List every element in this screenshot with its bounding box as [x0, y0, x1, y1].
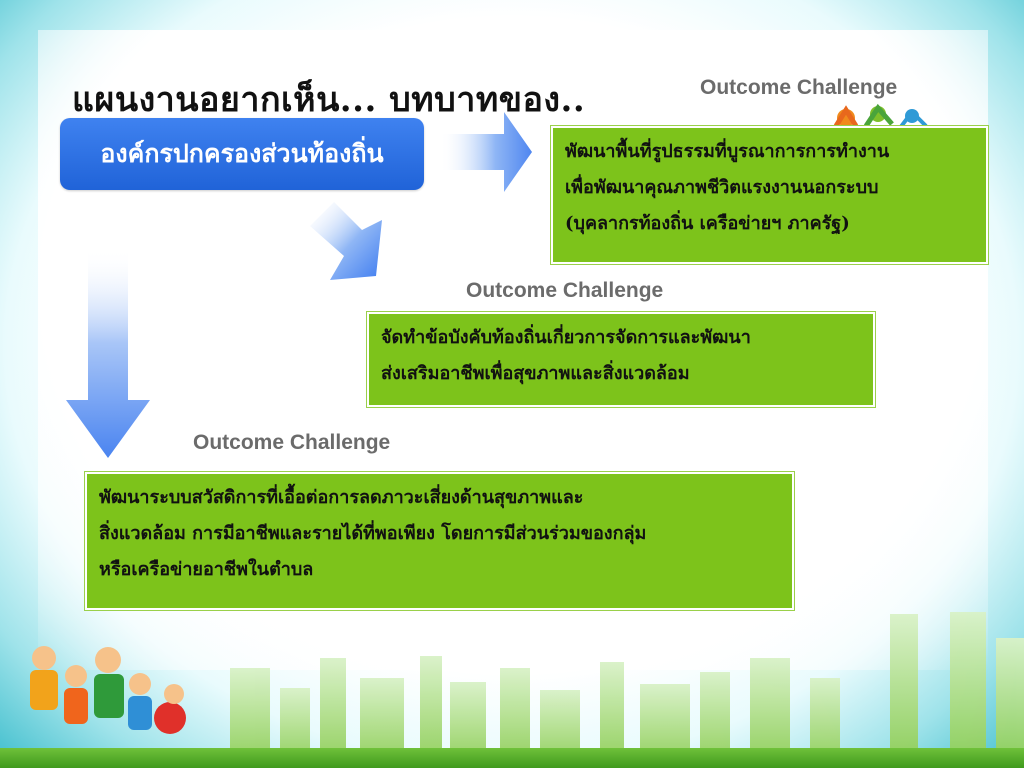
outcome-label-2: Outcome Challenge: [466, 279, 664, 302]
outcome-3-line-3: หรือเครือข่ายอาชีพในตำบล: [99, 559, 314, 580]
outcome-1-line-1: พัฒนาพื้นที่รูปธรรมที่บูรณาการการทำงาน: [565, 141, 890, 162]
outcome-3-line-2: สิ่งแวดล้อม การมีอาชีพและรายได้ที่พอเพีย…: [99, 523, 647, 544]
arrow-diagonal-icon: [310, 202, 382, 280]
outcome-box-1: พัฒนาพื้นที่รูปธรรมที่บูรณาการการทำงาน เ…: [551, 126, 988, 264]
outcome-1-line-3: (บุคลากรท้องถิ่น เครือข่ายฯ ภาครัฐ): [565, 213, 850, 234]
org-box-label: องค์กรปกครองส่วนท้องถิ่น: [100, 139, 384, 168]
org-box: องค์กรปกครองส่วนท้องถิ่น: [60, 118, 424, 190]
outcome-box-2: จัดทำข้อบังคับท้องถิ่นเกี่ยวการจัดการและ…: [367, 312, 875, 407]
logo-figures-icon: [833, 103, 928, 130]
city-skyline-illustration: [0, 612, 1024, 768]
outcome-1-line-2: เพื่อพัฒนาคุณภาพชีวิตแรงงานนอกระบบ: [565, 177, 879, 198]
outcome-3-line-1: พัฒนาระบบสวัสดิการที่เอื้อต่อการลดภาวะเส…: [99, 487, 584, 508]
outcome-box-3: พัฒนาระบบสวัสดิการที่เอื้อต่อการลดภาวะเส…: [85, 472, 794, 610]
outcome-2-line-2: ส่งเสริมอาชีพเพื่อสุขภาพและสิ่งแวดล้อม: [381, 363, 690, 384]
outcome-label-1: Outcome Challenge: [700, 76, 898, 99]
arrow-right-icon: [440, 112, 532, 192]
outcome-2-line-1: จัดทำข้อบังคับท้องถิ่นเกี่ยวการจัดการและ…: [381, 327, 751, 348]
outcome-label-3: Outcome Challenge: [193, 431, 391, 454]
arrow-down-icon: [66, 248, 150, 458]
page-title: แผนงานอยากเห็น... บทบาทของ..: [72, 80, 586, 120]
